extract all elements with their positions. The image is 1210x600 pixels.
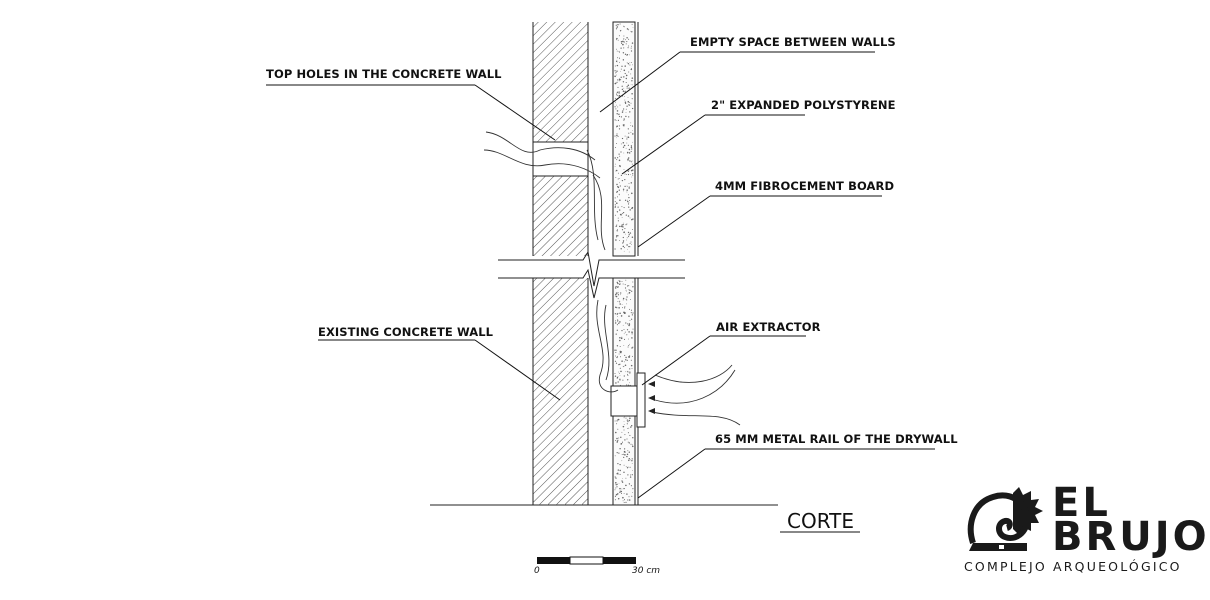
logo-subtitle: COMPLEJO ARQUEOLÓGICO xyxy=(964,559,1182,574)
label-metal-rail: 65 MM METAL RAIL OF THE DRYWALL xyxy=(715,432,958,446)
scale-bar xyxy=(537,556,636,565)
label-top-holes: TOP HOLES IN THE CONCRETE WALL xyxy=(266,67,502,81)
air-extractor-unit xyxy=(610,372,646,428)
label-air-extractor: AIR EXTRACTOR xyxy=(716,320,821,334)
logo-line2: BRUJO xyxy=(1052,514,1210,560)
label-empty-space: EMPTY SPACE BETWEEN WALLS xyxy=(690,35,896,49)
logo-line1: EL xyxy=(1052,480,1111,526)
label-polystyrene: 2" EXPANDED POLYSTYRENE xyxy=(711,98,896,112)
concrete-wall xyxy=(532,22,589,505)
air-flow-lines xyxy=(483,131,741,426)
spiral-wave-icon xyxy=(967,487,1043,551)
section-title: CORTE xyxy=(787,509,855,533)
air-flow-arrows xyxy=(648,381,655,414)
label-concrete-wall: EXISTING CONCRETE WALL xyxy=(318,325,494,339)
label-fibrocement: 4MM FIBROCEMENT BOARD xyxy=(715,179,895,193)
break-line xyxy=(498,250,685,299)
leader-lines xyxy=(266,51,935,499)
scale-start-label: 0 xyxy=(534,566,540,576)
scale-end-label: 30 cm xyxy=(632,566,661,576)
